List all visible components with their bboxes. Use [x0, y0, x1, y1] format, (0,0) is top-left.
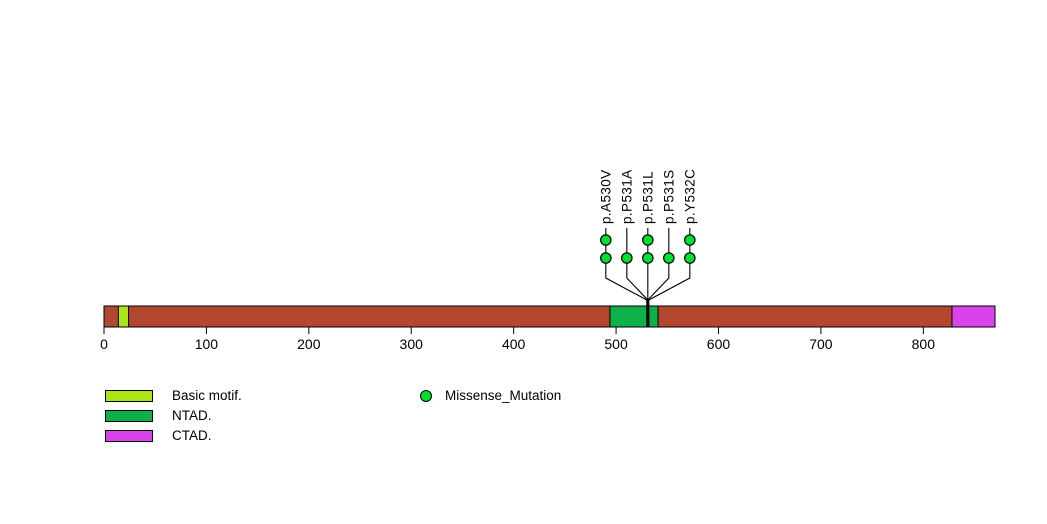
axis-tick-label: 800 — [912, 336, 936, 352]
mutation-circle-p.A530V — [600, 252, 612, 264]
axis-tick-label: 500 — [604, 336, 628, 352]
mutation-circle-p.P531L — [642, 234, 654, 246]
axis-tick-label: 0 — [100, 336, 108, 352]
axis-tick-label: 600 — [707, 336, 731, 352]
domain-ctad — [951, 305, 996, 328]
mutation-circle-p.A530V — [600, 234, 612, 246]
axis-tick-label: 700 — [809, 336, 833, 352]
domain-basic-motif — [117, 305, 130, 328]
mutation-label-p.P531A: p.P531A — [620, 169, 635, 224]
axis-tick-label: 100 — [195, 336, 219, 352]
axis-tick-label: 200 — [297, 336, 321, 352]
mutation-circle-p.Y532C — [684, 234, 696, 246]
protein-backbone-bar — [103, 305, 996, 328]
mutation-label-p.A530V: p.A530V — [599, 169, 614, 224]
domain-ntad — [609, 305, 659, 328]
axis-tick-label: 400 — [502, 336, 526, 352]
mutation-circle-p.P531S — [663, 252, 675, 264]
mutation-label-p.P531L: p.P531L — [641, 171, 656, 224]
mutation-circle-p.Y532C — [684, 252, 696, 264]
mutation-label-p.P531S: p.P531S — [662, 169, 677, 224]
mutation-circle-p.P531A — [621, 252, 633, 264]
mutation-circle-p.P531L — [642, 252, 654, 264]
mutation-label-p.Y532C: p.Y532C — [683, 169, 698, 224]
axis-tick-label: 300 — [400, 336, 424, 352]
